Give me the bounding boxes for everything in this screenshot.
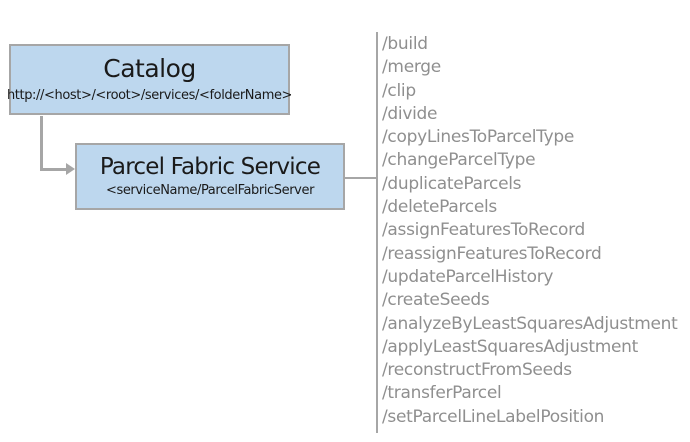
operation-item: /deleteParcels xyxy=(382,197,497,218)
operation-item: /transferParcel xyxy=(382,383,502,404)
operation-item: /applyLeastSquaresAdjustment xyxy=(382,336,638,357)
operation-item: /reassignFeaturesToRecord xyxy=(382,243,602,264)
operation-item: /setParcelLineLabelPosition xyxy=(382,406,605,427)
operation-item: /changeParcelType xyxy=(382,150,536,171)
catalog-node-url: http://<host>/<root>/services/<folderNam… xyxy=(6,88,293,104)
operations-separator-line xyxy=(376,32,378,433)
catalog-node: Catalog http://<host>/<root>/services/<f… xyxy=(6,44,293,115)
operations-list: /build/merge/clip/divide/copyLinesToParc… xyxy=(382,33,682,429)
operation-item: /analyzeByLeastSquaresAdjustment xyxy=(382,313,678,334)
operation-item: /reconstructFromSeeds xyxy=(382,360,572,381)
catalog-node-title: Catalog xyxy=(103,54,196,84)
operation-item: /duplicateParcels xyxy=(382,173,522,194)
service-node-title: Parcel Fabric Service xyxy=(99,153,321,180)
operation-item: /merge xyxy=(382,57,441,78)
operation-item: /build xyxy=(382,34,428,54)
operation-item: /copyLinesToParcelType xyxy=(382,127,575,148)
service-connector-horizontal xyxy=(345,177,376,179)
arrow-right-icon xyxy=(66,163,75,175)
operation-item: /createSeeds xyxy=(382,290,490,311)
catalog-connector-vertical xyxy=(40,116,43,171)
operation-item: /updateParcelHistory xyxy=(382,266,554,287)
parcel-fabric-service-node: Parcel Fabric Service <serviceName/Parce… xyxy=(75,143,345,210)
operation-item: /divide xyxy=(382,103,438,124)
catalog-connector-horizontal xyxy=(40,168,68,171)
operation-item: /assignFeaturesToRecord xyxy=(382,220,585,241)
operation-item: /clip xyxy=(382,80,416,101)
service-node-url: <serviceName/ParcelFabricServer xyxy=(105,183,315,199)
